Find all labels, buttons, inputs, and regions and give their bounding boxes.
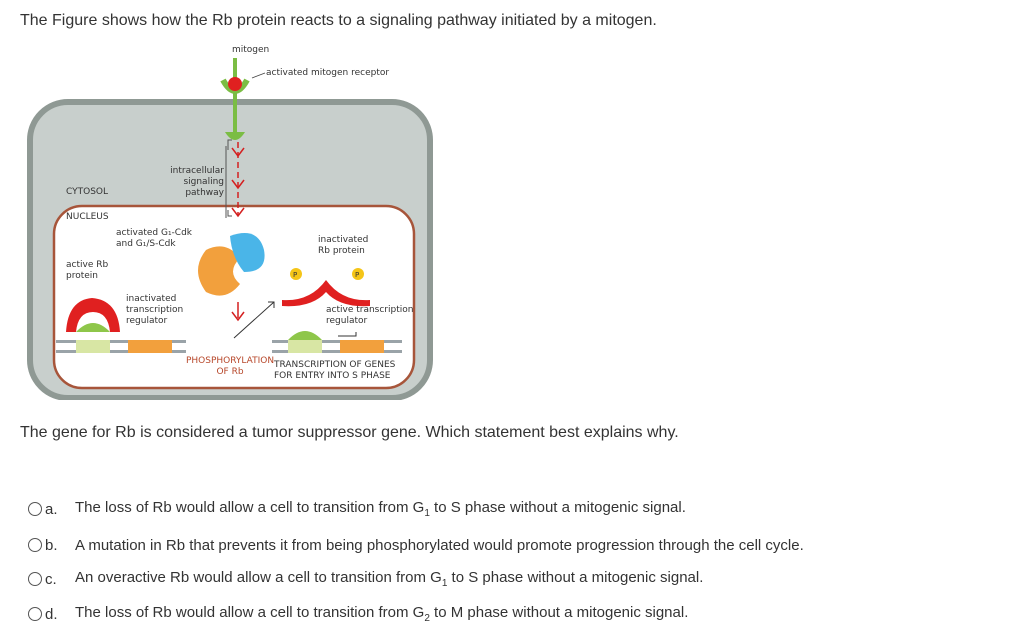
receptor-label: activated mitogen receptor — [266, 68, 390, 78]
rb-pathway-figure: mitogen activated mitogen receptor intra… — [20, 40, 440, 401]
option-b-text: A mutation in Rb that prevents it from b… — [75, 536, 804, 554]
phosphate-right: P — [355, 271, 360, 279]
phosphate-left: P — [293, 271, 298, 279]
active-rb-shape — [66, 298, 120, 332]
option-c-text: An overactive Rb would allow a cell to t… — [75, 569, 704, 589]
intro-text: The Figure shows how the Rb protein reac… — [20, 12, 657, 29]
option-d-text: The loss of Rb would allow a cell to tra… — [75, 604, 689, 624]
receptor-base — [225, 132, 245, 140]
question-text: The gene for Rb is considered a tumor su… — [20, 424, 679, 441]
option-d[interactable]: d. The loss of Rb would allow a cell to … — [28, 601, 928, 627]
figure-drawing — [27, 58, 433, 401]
mitogen-label: mitogen — [232, 45, 270, 55]
option-b[interactable]: b. A mutation in Rb that prevents it fro… — [28, 532, 928, 558]
cdk-blob — [198, 246, 240, 296]
cyclin-blob — [230, 233, 265, 272]
radio-circle-icon[interactable] — [28, 572, 42, 586]
dna-right — [272, 340, 402, 353]
radio-circle-icon[interactable] — [28, 502, 42, 516]
radio-circle-icon[interactable] — [28, 538, 42, 552]
nucleus-label: NUCLEUS — [66, 212, 109, 222]
option-a[interactable]: a. The loss of Rb would allow a cell to … — [28, 496, 928, 522]
option-a-text: The loss of Rb would allow a cell to tra… — [75, 499, 686, 519]
option-c[interactable]: c. An overactive Rb would allow a cell t… — [28, 566, 928, 592]
mitogen-dot — [228, 77, 242, 91]
radio-circle-icon[interactable] — [28, 607, 42, 621]
cytosol-label: CYTOSOL — [66, 187, 109, 197]
inactive-rb-shape — [282, 280, 370, 307]
dna-left — [56, 340, 186, 353]
